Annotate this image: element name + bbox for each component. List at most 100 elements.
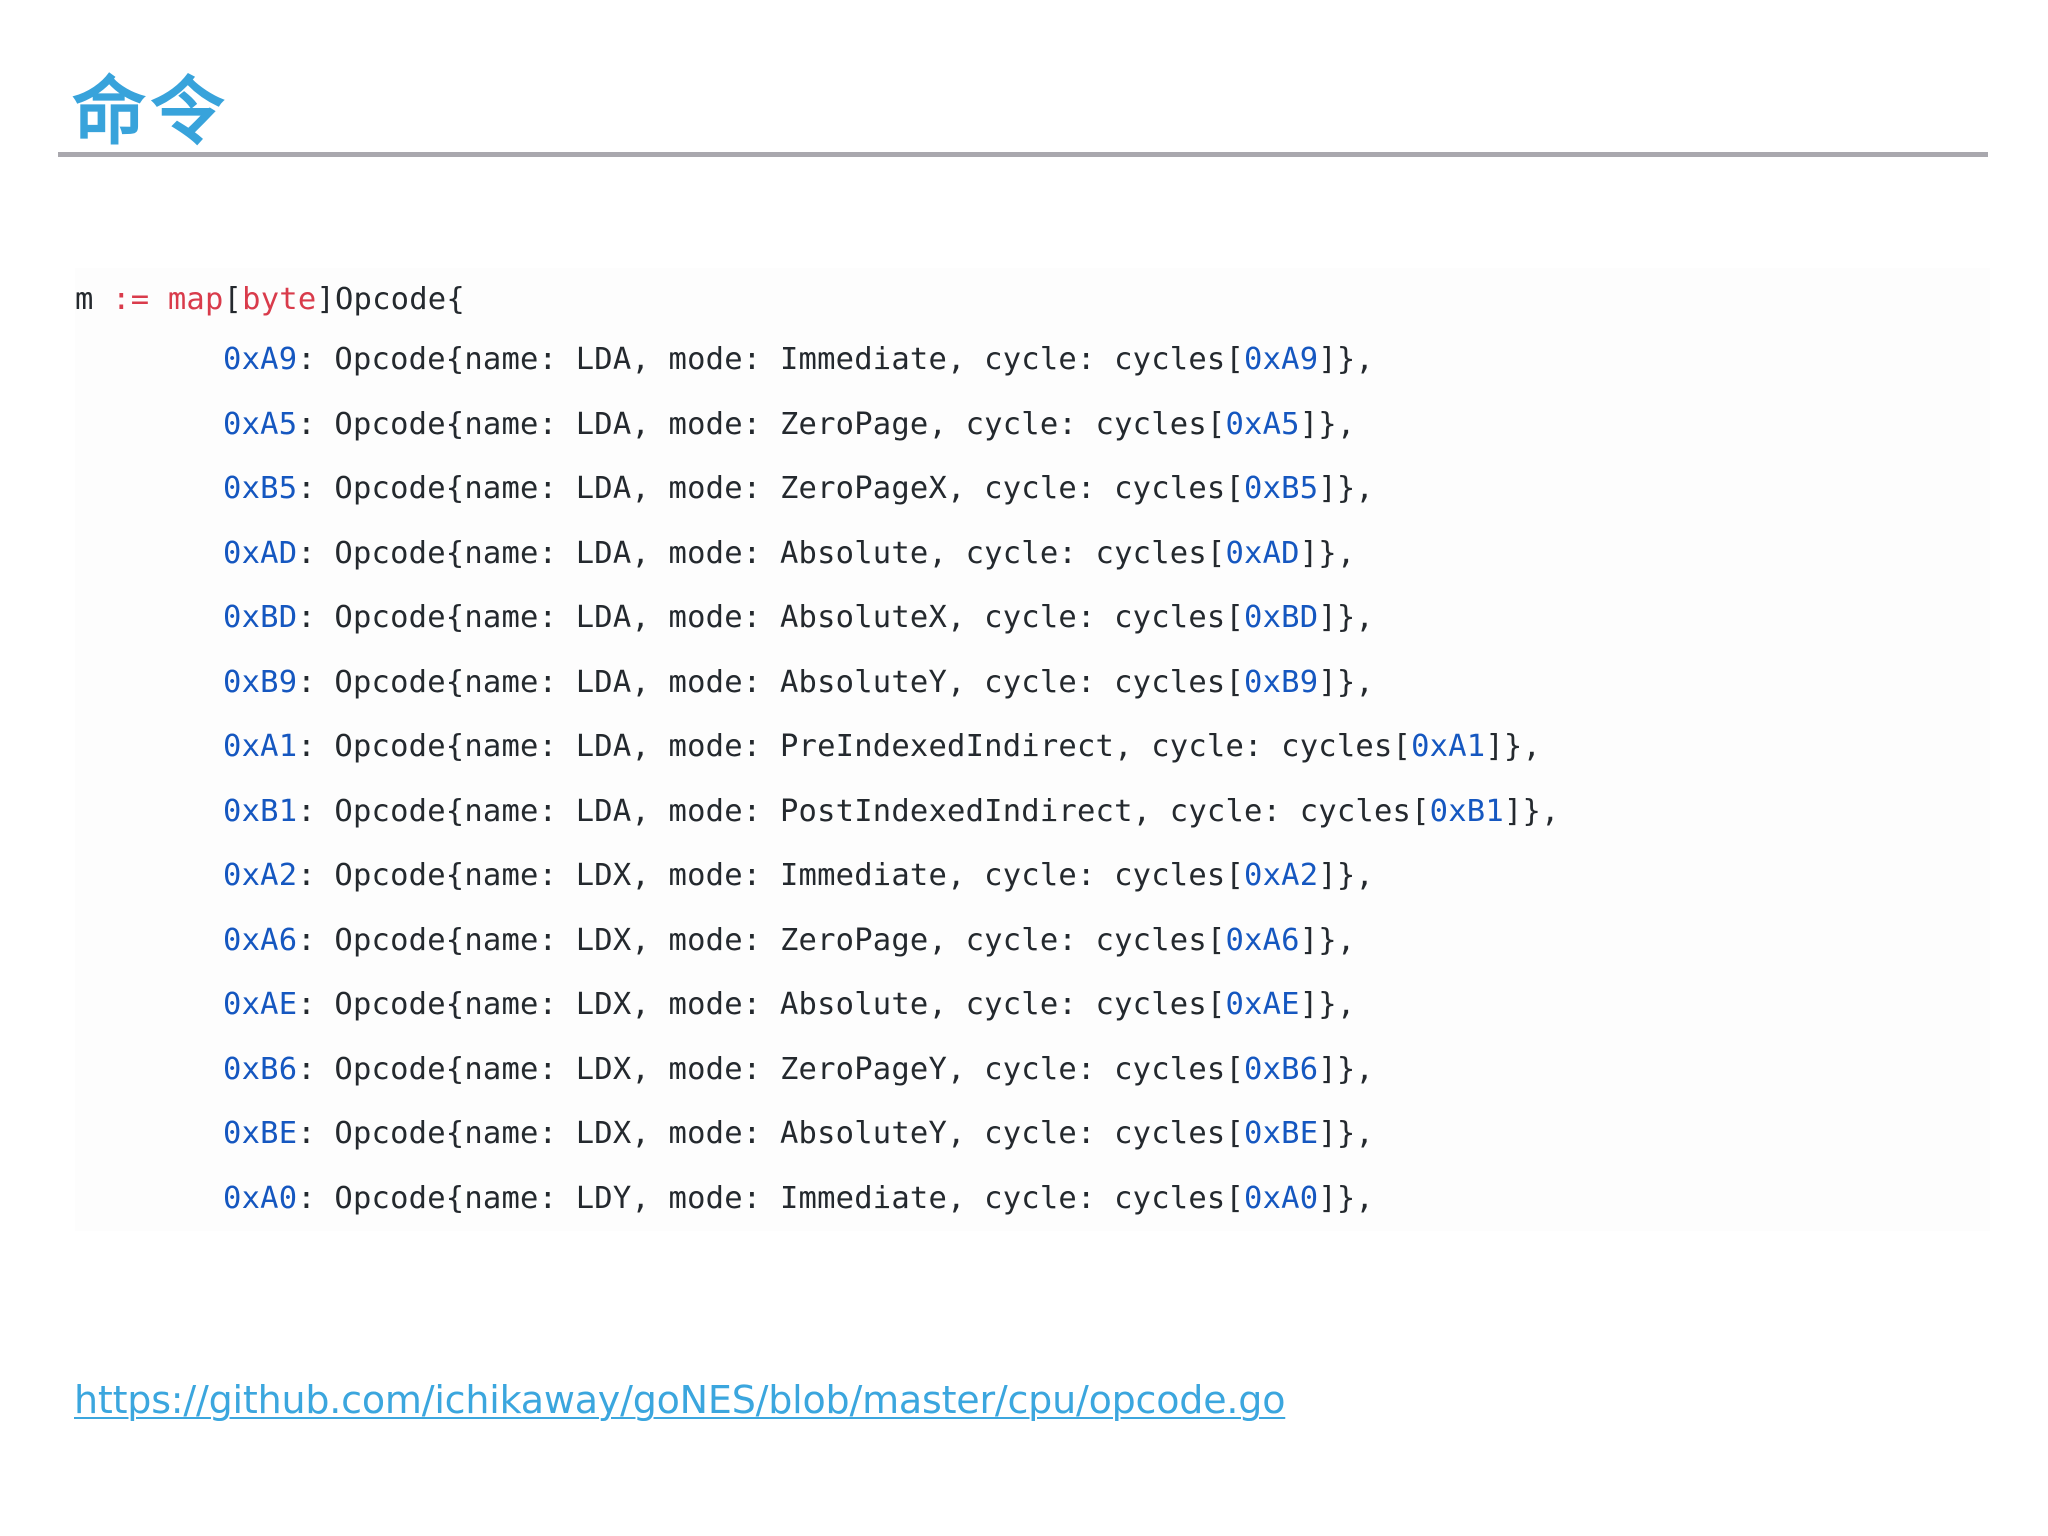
opcode-cycle-ref: 0xB9 [1244,664,1319,700]
opcode-cycle-label: , cycle: cycles[ [1132,793,1430,829]
opcode-mode-label: , mode: [631,793,780,829]
opcode-entry-prefix: : Opcode{name: [297,600,576,635]
opcode-hex-key: 0xAD [223,535,298,571]
code-token-map-keyword: map [167,282,224,317]
opcode-addressing-mode: AbsoluteX [779,600,948,635]
opcode-addressing-mode: ZeroPageY [779,1051,948,1087]
code-line-opcode-entry: 0xBE: Opcode{name: LDX, mode: AbsoluteY,… [75,1102,1990,1167]
opcode-addressing-mode: Immediate [779,1180,948,1216]
opcode-entry-suffix: ]}, [1299,987,1356,1022]
opcode-hex-key: 0xA9 [223,342,298,377]
opcode-hex-key: 0xBE [223,1116,298,1151]
opcode-entry-suffix: ]}, [1485,729,1542,764]
opcode-cycle-ref: 0xB6 [1244,1051,1319,1087]
opcode-entry-prefix: : Opcode{name: [297,729,576,764]
opcode-addressing-mode: AbsoluteY [779,664,948,700]
code-token-value-type: Opcode{ [334,282,465,317]
code-line-opcode-entry: 0xB9: Opcode{name: LDA, mode: AbsoluteY,… [75,651,1990,716]
opcode-entry-suffix: ]}, [1299,406,1356,442]
code-line-opcode-entry: 0xA5: Opcode{name: LDA, mode: ZeroPage, … [75,393,1990,458]
code-token-assign-operator: := [93,282,168,317]
opcode-instruction-name: LDX [575,858,632,893]
opcode-hex-key: 0xA0 [223,1180,298,1216]
opcode-entry-suffix: ]}, [1318,664,1374,700]
opcode-entry-prefix: : Opcode{name: [297,858,576,893]
opcode-instruction-name: LDX [575,1051,632,1087]
opcode-mode-label: , mode: [631,406,780,442]
opcode-cycle-ref: 0xBD [1244,600,1319,635]
code-line-opcode-entry: 0xA1: Opcode{name: LDA, mode: PreIndexed… [75,715,1990,780]
code-line-opcode-entry: 0xA2: Opcode{name: LDX, mode: Immediate,… [75,844,1990,909]
opcode-hex-key: 0xB9 [223,664,298,700]
opcode-addressing-mode: Immediate [779,858,948,893]
opcode-mode-label: , mode: [631,664,780,700]
opcode-entry-suffix: ]}, [1318,858,1374,893]
code-token-bracket-open: [ [223,282,243,317]
code-block: m := map[byte]Opcode{ 0xA9: Opcode{name:… [75,268,1990,1231]
opcode-instruction-name: LDY [575,1180,632,1216]
opcode-instruction-name: LDA [575,471,632,506]
code-token-variable: m [75,282,94,317]
opcode-entry-suffix: ]}, [1318,342,1374,377]
opcode-entry-prefix: : Opcode{name: [297,406,576,442]
opcode-addressing-mode: AbsoluteY [779,1116,948,1151]
code-entry-list: 0xA9: Opcode{name: LDA, mode: Immediate,… [75,328,1990,1231]
opcode-entry-suffix: ]}, [1299,922,1356,958]
opcode-hex-key: 0xA6 [223,922,298,958]
code-line-opcode-entry: 0xB5: Opcode{name: LDA, mode: ZeroPageX,… [75,457,1990,522]
opcode-mode-label: , mode: [631,858,780,893]
code-line-opcode-entry: 0xBD: Opcode{name: LDA, mode: AbsoluteX,… [75,586,1990,651]
opcode-cycle-label: , cycle: cycles[ [947,600,1245,635]
opcode-cycle-label: , cycle: cycles[ [947,1051,1245,1087]
opcode-cycle-ref: 0xA1 [1411,729,1486,764]
title-divider [58,152,1988,157]
opcode-entry-suffix: ]}, [1318,471,1374,506]
code-line-opcode-entry: 0xB6: Opcode{name: LDX, mode: ZeroPageY,… [75,1038,1990,1103]
opcode-cycle-label: , cycle: cycles[ [928,987,1226,1022]
opcode-cycle-ref: 0xB5 [1244,471,1319,506]
code-line-opcode-entry: 0xA9: Opcode{name: LDA, mode: Immediate,… [75,328,1990,393]
opcode-entry-prefix: : Opcode{name: [297,1180,576,1216]
opcode-hex-key: 0xBD [223,600,298,635]
opcode-cycle-label: , cycle: cycles[ [947,471,1245,506]
opcode-hex-key: 0xB6 [223,1051,298,1087]
code-line-opcode-entry: 0xB1: Opcode{name: LDA, mode: PostIndexe… [75,780,1990,845]
opcode-hex-key: 0xA1 [223,729,298,764]
opcode-addressing-mode: Absolute [779,987,929,1022]
opcode-entry-suffix: ]}, [1318,1051,1374,1087]
opcode-addressing-mode: ZeroPageX [779,471,948,506]
code-line-opcode-entry: 0xAD: Opcode{name: LDA, mode: Absolute, … [75,522,1990,587]
opcode-instruction-name: LDA [575,729,632,764]
source-url-link[interactable]: https://github.com/ichikaway/goNES/blob/… [74,1378,1286,1422]
opcode-cycle-ref: 0xA0 [1244,1180,1319,1216]
opcode-cycle-label: , cycle: cycles[ [1114,729,1412,764]
opcode-cycle-ref: 0xA6 [1225,922,1300,958]
opcode-entry-prefix: : Opcode{name: [297,342,576,377]
opcode-entry-prefix: : Opcode{name: [297,664,576,700]
opcode-mode-label: , mode: [631,987,780,1022]
opcode-instruction-name: LDA [575,535,632,571]
opcode-entry-prefix: : Opcode{name: [297,987,576,1022]
opcode-cycle-label: , cycle: cycles[ [947,1180,1245,1216]
opcode-mode-label: , mode: [631,1180,780,1216]
opcode-addressing-mode: Absolute [779,535,929,571]
opcode-cycle-label: , cycle: cycles[ [928,406,1226,442]
opcode-mode-label: , mode: [631,1051,780,1087]
opcode-entry-suffix: ]}, [1318,1180,1374,1216]
opcode-cycle-ref: 0xAD [1225,535,1300,571]
opcode-cycle-ref: 0xBE [1244,1116,1319,1151]
opcode-entry-prefix: : Opcode{name: [297,922,576,958]
opcode-entry-suffix: ]}, [1318,600,1374,635]
opcode-mode-label: , mode: [631,922,780,958]
opcode-cycle-ref: 0xAE [1225,987,1300,1022]
opcode-instruction-name: LDX [575,987,632,1022]
opcode-addressing-mode: ZeroPage [779,406,929,442]
code-token-key-type: byte [242,282,317,317]
code-line-opcode-entry: 0xA6: Opcode{name: LDX, mode: ZeroPage, … [75,909,1990,974]
opcode-instruction-name: LDA [575,793,632,829]
opcode-mode-label: , mode: [631,535,780,571]
opcode-cycle-ref: 0xA9 [1244,342,1319,377]
opcode-cycle-label: , cycle: cycles[ [928,535,1226,571]
opcode-mode-label: , mode: [631,471,780,506]
opcode-entry-suffix: ]}, [1503,793,1560,829]
